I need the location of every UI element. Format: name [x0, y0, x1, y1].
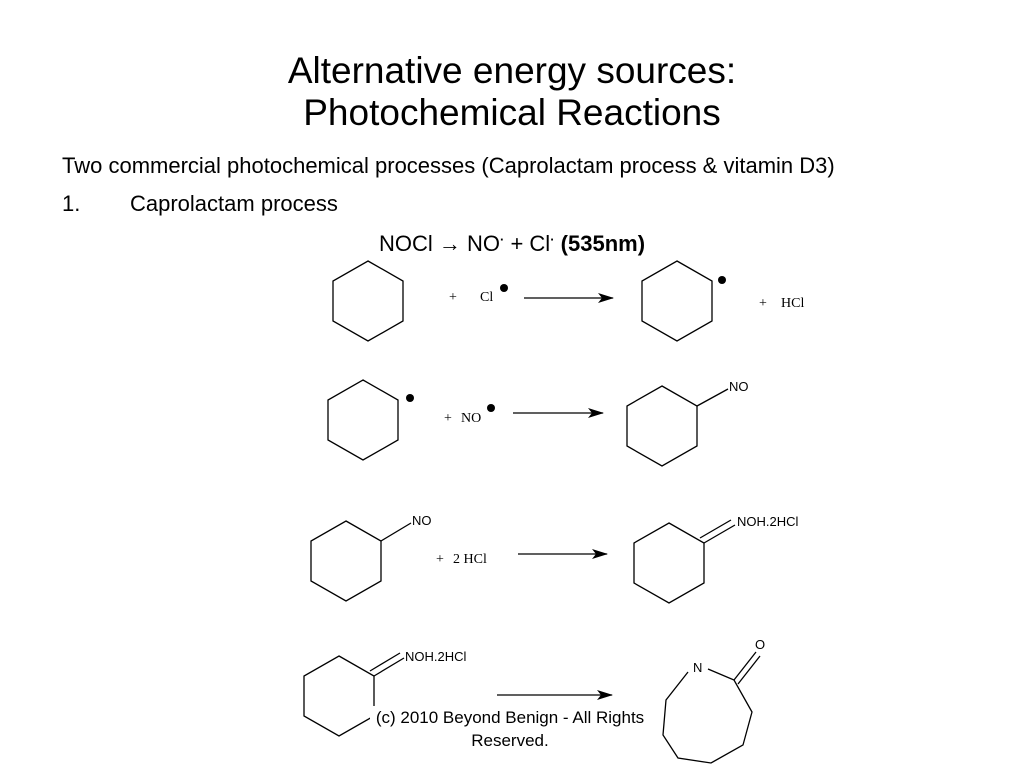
- nitrosocyclohexane-ring: [310, 520, 382, 602]
- plus-sign: +: [444, 411, 452, 426]
- list-item-label: Caprolactam process: [130, 191, 338, 216]
- reagent-label: NO: [461, 411, 481, 426]
- equation-product-2: Cl: [529, 231, 551, 256]
- equation-plus: +: [510, 231, 530, 256]
- caprolactam-ring: [662, 668, 753, 764]
- nitrosocyclohexane-ring: [626, 385, 698, 467]
- oxime-double-bond-2: [699, 519, 732, 539]
- equation-reactant: NOCl: [378, 231, 433, 256]
- equation-condition: (535nm): [560, 231, 646, 256]
- reagent-label: Cl: [480, 290, 493, 305]
- byproduct-label: HCl: [781, 296, 804, 311]
- nitrogen-atom-label: N: [693, 660, 702, 675]
- equation-product-1: NO: [466, 231, 500, 256]
- plus-sign: +: [759, 296, 767, 311]
- no-bond: [380, 522, 412, 542]
- oxime-double-bond-1: [373, 657, 405, 677]
- radical-dot: [500, 284, 508, 292]
- intro-text: Two commercial photochemical processes (…: [62, 153, 835, 178]
- cyclohexyl-radical-ring: [641, 260, 713, 342]
- radical-dot-2: ·: [550, 232, 555, 247]
- reactant-group-label: NO: [412, 513, 432, 528]
- plus-sign: +: [436, 552, 444, 567]
- title-line-1: Alternative energy sources:: [287, 50, 737, 91]
- radical-dot-1: ·: [499, 232, 505, 247]
- no-bond: [696, 388, 729, 407]
- oxime-double-bond-2: [369, 652, 401, 672]
- copyright-notice: (c) 2010 Beyond Benign - All Rights Rese…: [370, 706, 650, 752]
- radical-dot: [487, 404, 495, 412]
- slide-title: Alternative energy sources: Photochemica…: [0, 50, 1024, 134]
- photolysis-equation: NOCl → NO· + Cl· (535nm): [0, 226, 1024, 258]
- reagent-label: 2 HCl: [453, 552, 487, 567]
- product-group-label: NOH.2HCl: [737, 514, 799, 529]
- plus-sign: +: [449, 290, 457, 305]
- title-line-2: Photochemical Reactions: [303, 92, 721, 133]
- equation-arrow: →: [438, 231, 461, 256]
- product-group-label: NO: [729, 379, 749, 394]
- cyclohexane-ring: [332, 260, 404, 342]
- carbonyl-bond-2: [737, 655, 761, 685]
- oxime-double-bond-1: [703, 524, 736, 544]
- list-item-number: 1.: [62, 191, 81, 216]
- cyclohexyl-radical-ring: [327, 379, 399, 461]
- radical-dot: [718, 276, 726, 284]
- carbonyl-bond-1: [733, 651, 757, 681]
- oxime-ring: [633, 522, 705, 604]
- oxygen-atom-label: O: [755, 637, 765, 652]
- reactant-group-label: NOH.2HCl: [405, 649, 467, 664]
- oxime-ring: [303, 655, 375, 737]
- radical-dot: [406, 394, 414, 402]
